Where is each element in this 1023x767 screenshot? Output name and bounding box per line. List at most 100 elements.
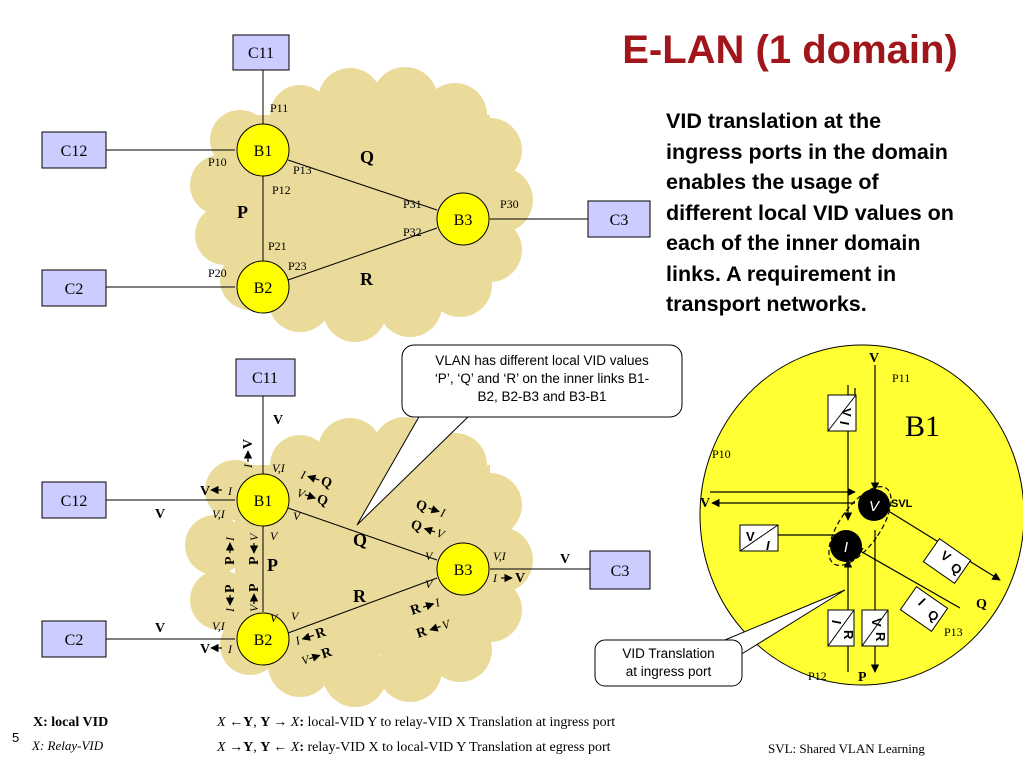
bottom-v-in-b2: V [200,642,210,657]
bottom-v-b2-above: V [270,611,279,625]
detail-relay-v-label: V [869,498,881,515]
description-line: links. A requirement in [666,261,897,286]
detail-bridge-label: B1 [905,410,940,443]
description: VID translation at the ingress ports in … [666,106,1016,320]
bottom-v-b1-right: V [293,509,302,523]
ann-vq-q: Q [315,492,330,510]
detail-q-label: Q [976,597,987,612]
callout-bottom-pointer [719,589,846,656]
ann-ip-i: I [223,607,237,613]
bottom-vi-b1-top: V,I [272,461,286,475]
top-b3-node [436,192,490,246]
ann-iq-q: Q [319,474,334,492]
ann-qi-i: I [438,505,448,520]
bottom-links [106,396,590,640]
description-line: different local VID values on [666,200,954,225]
callout-top-box [401,344,683,418]
detail-relay-i-label: I [844,539,848,556]
bottom-v-b3-upper: V [425,549,434,563]
detail-v-top: V [869,351,879,366]
bottom-c11-label: C11 [252,370,278,387]
legend-ingress-text: local-VID Y to relay-VID X Translation a… [307,715,616,730]
bottom-v-b1-below: V [270,529,279,543]
top-port-p30: P30 [500,197,519,211]
detail-relay-i-node [830,530,862,562]
top-c11-label: C11 [248,45,274,62]
legend-ingress: X ←Y, Y → X: local-VID Y to relay-VID X … [217,715,616,730]
top-customer-boxes [41,34,651,307]
bottom-b2-node [236,612,290,666]
bottom-v-c12: V [155,507,165,522]
top-b2-label: B2 [254,280,273,297]
bottom-c12-label: C12 [61,493,88,510]
ann-pv-p: P [247,556,262,565]
ann-ip-p: P [223,584,238,593]
top-link-q: Q [360,147,374,167]
callout-top-pointer [356,414,471,526]
detail-box-p12-out-v: V [869,618,884,627]
callout-top-line: VLAN has different local VID values [435,353,649,368]
detail-box-p12-in-r: R [841,630,856,640]
top-b3-label: B3 [454,212,473,229]
description-line: transport networks. [666,292,867,316]
top-port-p23: P23 [288,259,307,273]
legend-egress-text: relay-VID X to local-VID Y Translation a… [307,740,611,755]
detail-port-p13: P13 [944,625,963,639]
ann-top-i: I [241,463,255,469]
top-links [106,70,588,288]
top-bridges [236,123,490,314]
ann-i-from-v-top: I V [241,439,256,469]
top-port-p20: P20 [208,266,227,280]
bottom-b2-label: B2 [254,632,273,649]
callout-top-line: B2, B2-B3 and B3-B1 [477,389,607,404]
bottom-v-c11: V [273,413,283,428]
top-port-p10: P10 [208,155,227,169]
detail-box-top-v: V [839,408,854,417]
bottom-b3-label: B3 [454,562,473,579]
detail-svl-label: SVL [891,498,913,510]
ann-pi-p: P [223,556,238,565]
detail-p-label: P [858,670,867,685]
ann-top-v: V [241,439,256,449]
bottom-v-out-b3: V [515,571,525,586]
detail-box-p12-in-i: I [829,620,844,624]
detail-svl-dashed [828,486,892,566]
bottom-c11-box [235,358,296,397]
ann-pv-v: V [247,532,261,541]
detail-box-q-in-i: I [916,595,928,610]
ann-p-from-v-b1: P V [247,532,262,565]
bottom-link-p: P [267,555,278,575]
ann-i-from-q: I Q [298,467,334,491]
callout-bottom-box [594,639,743,687]
bottom-b1-node [236,473,290,527]
bottom-customer-boxes [41,358,651,658]
ann-i-from-p-b2: I P [223,584,238,613]
bottom-c3-label: C3 [611,563,630,580]
top-c12-box [41,131,107,169]
bottom-bridges [236,473,490,666]
bottom-v-c2: V [155,621,165,636]
top-port-p13: P13 [293,163,312,177]
page-number: 5 [12,730,20,745]
description-line: enables the usage of [666,170,879,194]
legend-egress: X →Y, Y ← X: relay-VID X to local-VID Y … [217,740,611,755]
detail-v-left: V [700,496,710,511]
ann-pi-i: I [223,536,237,542]
top-link-p: P [237,202,248,222]
bottom-i-b2-left: I [227,642,233,656]
ann-qv-q: Q [409,518,424,536]
bottom-c2-label: C2 [65,632,84,649]
top-port-p12: P12 [272,183,291,197]
page-title: E-LAN (1 domain) [622,28,958,72]
callout-top-text: VLAN has different local VID values ‘P’,… [402,345,682,417]
bottom-c12-box [41,481,107,519]
legend-relay-vid: X: Relay-VID [32,738,104,753]
detail-box-q-out [922,537,972,585]
legend-local-vid: X: local VID [33,715,109,730]
top-link-r: R [360,269,374,289]
legend-svl: SVL: Shared VLAN Learning [768,741,925,756]
detail-relay-v-node [858,489,890,521]
detail-box-left-i: I [766,538,770,553]
bottom-v-in-b1: V [200,484,210,499]
bottom-i-b1-left: I [227,484,233,498]
